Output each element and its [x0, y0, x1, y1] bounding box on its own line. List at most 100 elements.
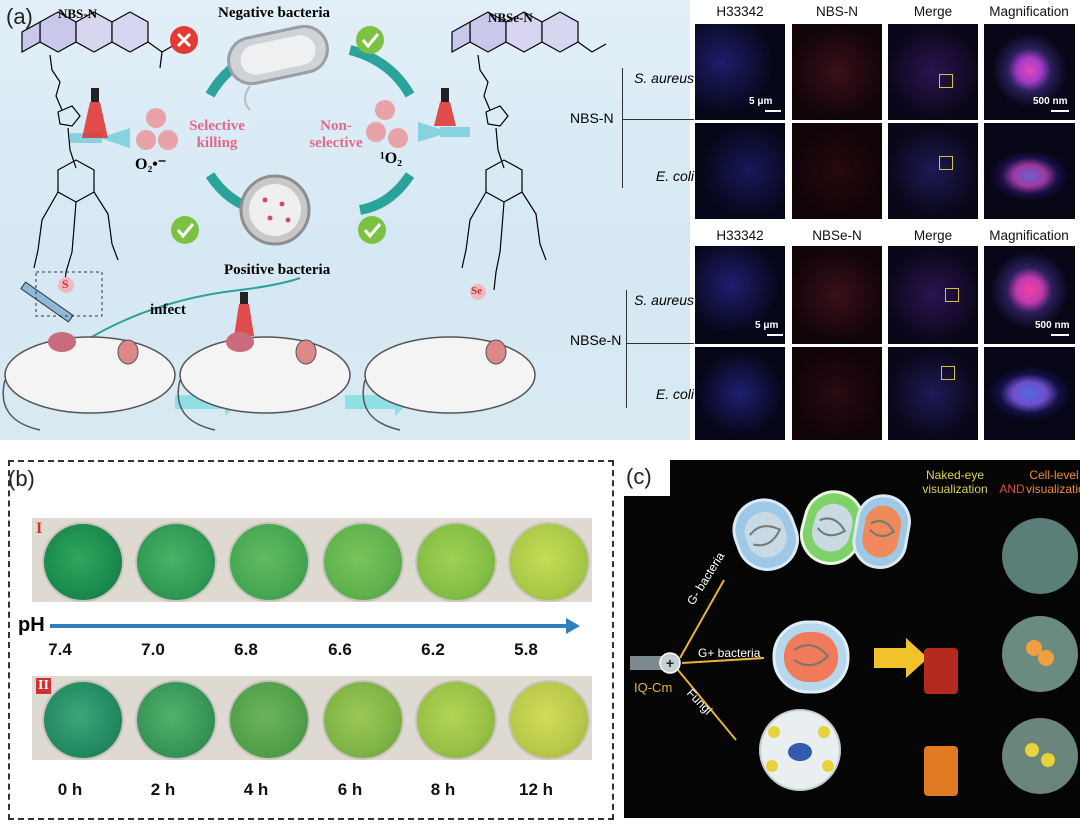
g-plus-label: G+ bacteria	[698, 646, 761, 660]
row-e-coli: E. coli	[655, 168, 694, 184]
arrow-left-light	[100, 128, 130, 148]
mouse-treated	[177, 332, 351, 431]
column-h33342: H33342	[716, 228, 764, 243]
row-divider	[626, 343, 694, 344]
time-value: 4 h	[243, 780, 269, 799]
arrow-g-minus	[679, 579, 725, 659]
zoom-box	[945, 288, 959, 302]
micrographs-nbse-n: H33342 NBSe-N Merge Magnification 5 μm 5…	[695, 226, 1080, 440]
image-nbse-e-coli	[792, 347, 882, 440]
ph-value: 6.8	[234, 640, 258, 659]
row-s-aureus: S. aureus	[634, 70, 694, 86]
g-minus-bacterium-3	[852, 494, 911, 569]
image-merge-e-coli	[888, 347, 978, 440]
well-time-2	[135, 680, 217, 760]
arrow-result-icon	[874, 638, 928, 678]
ph-arrow-head-icon	[566, 618, 580, 634]
ph-arrow-line	[50, 624, 570, 628]
cell-image-fungi	[1002, 718, 1078, 794]
image-magnified-e-coli	[984, 347, 1075, 440]
nbse-n-title: NBSe-N	[488, 10, 533, 25]
nbs-n-title: NBS-N	[58, 6, 98, 21]
probe-label: IQ-Cm	[634, 680, 673, 695]
row-divider	[622, 119, 694, 120]
well-time-4	[322, 680, 404, 760]
image-magnified-s-aureus	[984, 246, 1075, 344]
cell-level-label: Cell-level visualization	[1026, 468, 1080, 496]
image-magnified-s-aureus	[984, 24, 1075, 120]
scale-bar	[1051, 334, 1069, 336]
well-time-1	[42, 680, 124, 760]
infect-label: infect	[150, 302, 186, 318]
row-e-coli: E. coli	[655, 386, 694, 402]
group-label-nbse-n: NBSe-N	[570, 332, 622, 348]
column-nbs-n: NBS-N	[815, 4, 858, 19]
scale-bar	[765, 110, 781, 112]
g-minus-bacterium-1	[732, 498, 799, 571]
panel-c-label: (c)	[626, 464, 652, 489]
column-merge: Merge	[913, 4, 953, 19]
well-ph-6	[508, 522, 590, 602]
ros-sphere	[375, 100, 395, 120]
time-value: 2 h	[150, 780, 176, 799]
ph-value: 6.2	[421, 640, 445, 659]
image-merge-s-aureus	[888, 246, 978, 344]
group-label-nbs-n: NBS-N	[570, 110, 614, 126]
row-marker-1: I	[36, 520, 43, 537]
image-h33342-s-aureus	[695, 24, 785, 120]
time-value: 0 h	[57, 780, 83, 799]
mouse-infected	[2, 332, 176, 431]
image-magnified-e-coli	[984, 123, 1075, 219]
row-s-aureus: S. aureus	[634, 292, 694, 308]
column-magnification: Magnification	[989, 4, 1069, 19]
singlet-oxygen-label: ¹O₂	[380, 150, 403, 167]
and-label: AND	[999, 482, 1025, 496]
zoom-box	[939, 156, 953, 170]
cell-image-g-minus	[1002, 518, 1078, 594]
well-plate-time	[32, 676, 592, 760]
time-value: 6 h	[337, 780, 363, 799]
well-plate-ph	[32, 518, 592, 602]
arrow-g-plus	[681, 657, 765, 664]
selective-killing-label: Selective killing	[189, 118, 245, 151]
bracket-line	[626, 290, 627, 408]
image-merge-s-aureus	[888, 24, 978, 120]
negative-bacteria-label: Negative bacteria	[218, 5, 331, 21]
laser-icon	[441, 88, 449, 102]
well-ph-5	[415, 522, 497, 602]
well-time-5	[415, 680, 497, 760]
sulfur-probe-box	[35, 271, 103, 317]
positive-bacteria-label: Positive bacteria	[224, 262, 331, 278]
panel-a-label: (a)	[6, 4, 33, 29]
well-ph-1	[42, 522, 124, 602]
column-h33342: H33342	[716, 4, 764, 19]
non-selective-label: Non-selective	[309, 118, 363, 151]
ros-sphere	[146, 108, 166, 128]
image-h33342-e-coli	[695, 347, 785, 440]
ph-value: 7.0	[141, 640, 165, 659]
arrow-from-singlet	[358, 172, 415, 215]
well-ph-4	[322, 522, 404, 602]
selenium-atom-label: Se	[471, 285, 482, 297]
selenium-probe	[470, 284, 486, 300]
well-ph-2	[135, 522, 217, 602]
image-nbse-s-aureus	[792, 246, 882, 344]
check-badge-icon	[171, 216, 199, 244]
panel-b: (b) I pH 7.4 7.0 6.8 6.6 6.2 5.8 II 0 h …	[8, 460, 614, 820]
micrographs-nbs-n: H33342 NBS-N Merge Magnification 5 μm 50…	[695, 0, 1080, 222]
ph-value: 6.6	[328, 640, 352, 659]
panel-b-label: (b)	[8, 466, 35, 491]
scale-bar-label: 500 nm	[1035, 320, 1070, 331]
g-plus-bacterium	[772, 620, 850, 694]
panel-c: (c) Naked-eye visualization AND Cell-lev…	[624, 460, 1080, 818]
nbs-n-structure	[21, 11, 177, 291]
time-value: 8 h	[430, 780, 456, 799]
vial-orange	[924, 746, 958, 796]
scale-bar-label: 5 μm	[749, 96, 773, 107]
bracket-line	[622, 68, 623, 188]
arrow-right-light	[418, 122, 450, 142]
column-nbse-n: NBSe-N	[812, 228, 862, 243]
syringe-icon	[20, 281, 74, 323]
image-h33342-s-aureus	[695, 246, 785, 344]
row-marker-2: II	[36, 678, 51, 694]
